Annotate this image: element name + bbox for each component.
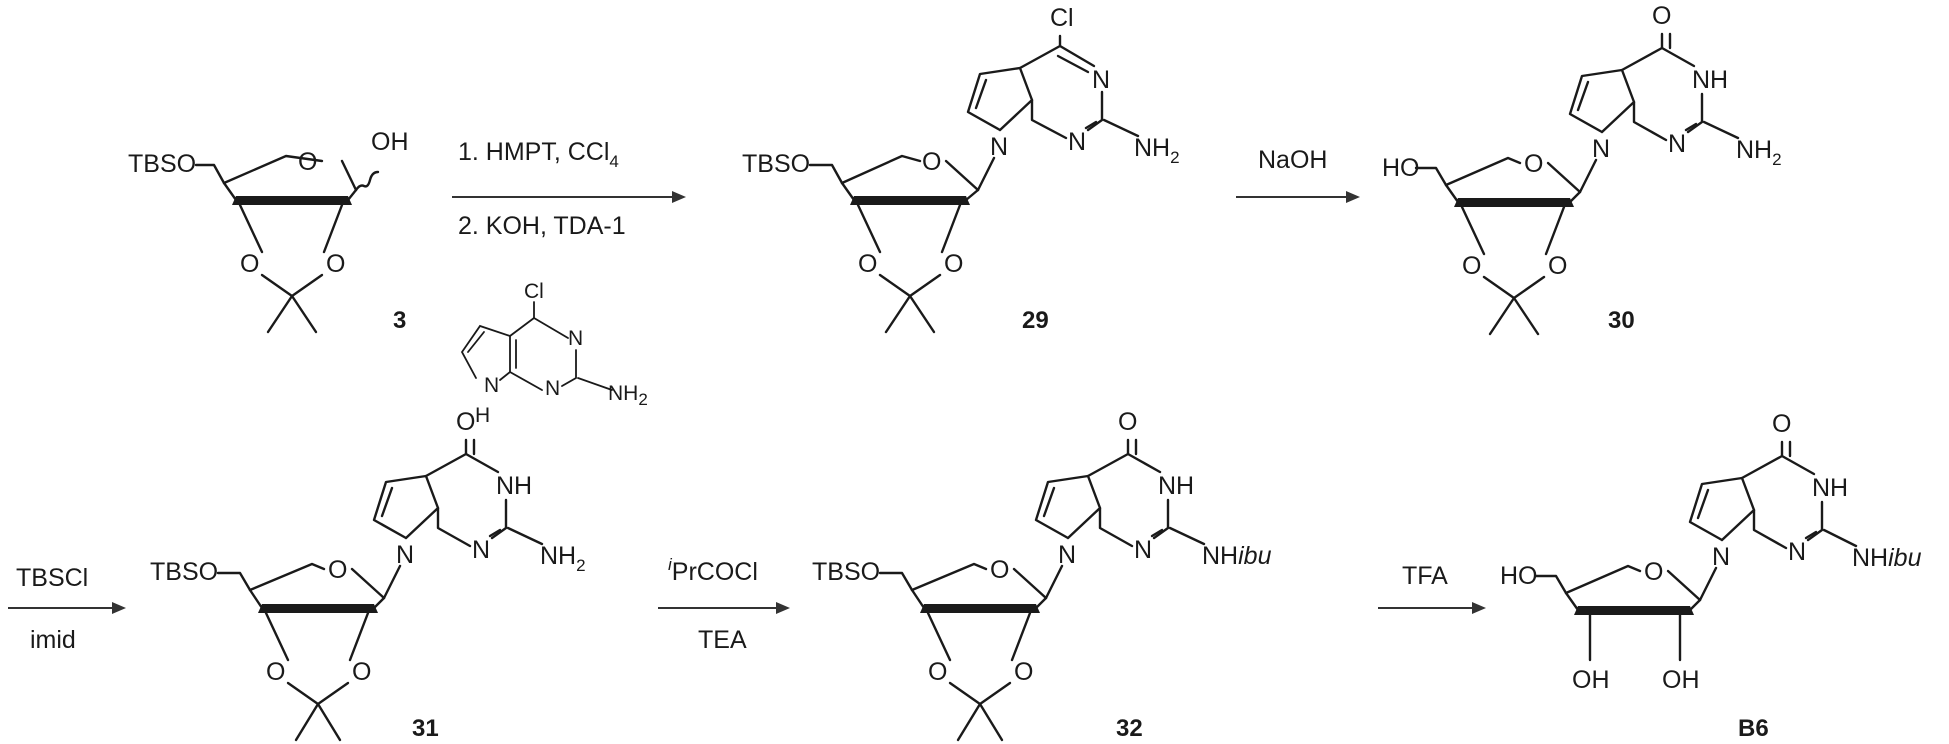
- c31-tbso-label: TBSO: [150, 558, 218, 586]
- c32-nh: NH: [1158, 472, 1194, 500]
- reagent-naoh: NaOH: [1258, 146, 1327, 174]
- c30-ho: HO: [1382, 154, 1420, 182]
- reagent-hmpt-ccl4: 1. HMPT, CCl4: [458, 138, 619, 171]
- c31-n3: N: [472, 536, 490, 564]
- compound-29: TBSO O N O O Cl N N NH2 29: [742, 4, 1180, 334]
- c31-nh2: NH2: [540, 542, 586, 575]
- reagent-tbscl: TBSCl: [16, 564, 88, 592]
- compound-32: TBSO O N O O O NH N NHibu 32: [812, 408, 1272, 742]
- cB6-nhibu: NHibu: [1852, 544, 1922, 572]
- reagent-nh: N: [484, 374, 499, 397]
- cB6-n3: N: [1788, 538, 1806, 566]
- c3-tbso-label: TBSO: [128, 150, 196, 178]
- cB6-label: B6: [1738, 715, 1769, 742]
- c29-ring-o: O: [922, 148, 941, 176]
- reagent-iprcocl: iPrCOCl: [668, 555, 758, 586]
- compound-31: TBSO O N O O O NH N NH2 31: [150, 408, 586, 742]
- deazapurine-reagent: Cl N N NH2 N H: [462, 280, 648, 427]
- c30-carbonyl-o: O: [1652, 2, 1671, 30]
- c32-o2: O: [1014, 658, 1033, 686]
- c32-o1: O: [928, 658, 947, 686]
- c3-ring-o: O: [298, 148, 317, 176]
- cB6-oh1: OH: [1572, 666, 1610, 694]
- cB6-oh2: OH: [1662, 666, 1700, 694]
- step-1: 1. HMPT, CCl4 2. KOH, TDA-1 Cl N N NH2 N…: [452, 138, 686, 427]
- c32-carbonyl-o: O: [1118, 408, 1137, 436]
- step-2: NaOH: [1236, 146, 1360, 203]
- c32-ring-o: O: [990, 556, 1009, 584]
- c29-o1: O: [858, 250, 877, 278]
- c29-n3: N: [1068, 128, 1086, 156]
- c29-cl: Cl: [1050, 4, 1074, 32]
- c3-label: 3: [393, 307, 406, 334]
- compound-3: TBSO O OH O O 3: [128, 128, 409, 334]
- reagent-tea: TEA: [698, 626, 747, 654]
- reagent-n3: N: [545, 377, 560, 400]
- c31-carbonyl-o: O: [456, 408, 475, 436]
- c29-n1: N: [1092, 66, 1110, 94]
- compound-B6: HO O N OH OH O NH N NHibu B6: [1500, 410, 1922, 742]
- step-4: iPrCOCl TEA: [658, 555, 790, 654]
- c3-oh: OH: [371, 128, 409, 156]
- c29-n9: N: [990, 133, 1008, 161]
- c31-nh: NH: [496, 472, 532, 500]
- c29-o2: O: [944, 250, 963, 278]
- compound-30: HO O N O O O NH N NH2 30: [1382, 2, 1782, 334]
- c31-ring-o: O: [328, 556, 347, 584]
- c32-tbso-label: TBSO: [812, 558, 880, 586]
- c32-n9: N: [1058, 541, 1076, 569]
- c29-label: 29: [1022, 307, 1049, 334]
- c30-o2: O: [1548, 252, 1567, 280]
- c31-o1: O: [266, 658, 285, 686]
- c30-o1: O: [1462, 252, 1481, 280]
- c32-label: 32: [1116, 715, 1143, 742]
- cB6-ho: HO: [1500, 562, 1538, 590]
- reagent-koh-tda1: 2. KOH, TDA-1: [458, 212, 626, 240]
- c30-label: 30: [1608, 307, 1635, 334]
- c31-n9: N: [396, 541, 414, 569]
- c31-label: 31: [412, 715, 439, 742]
- c32-nhibu: NHibu: [1202, 542, 1272, 570]
- c3-o2: O: [326, 250, 345, 278]
- reagent-n1: N: [568, 327, 583, 350]
- c30-ring-o: O: [1524, 150, 1543, 178]
- reagent-h: H: [475, 404, 490, 427]
- reagent-nh2: NH2: [608, 382, 648, 409]
- c32-n3: N: [1134, 536, 1152, 564]
- reagent-imid: imid: [30, 626, 76, 654]
- cB6-n9: N: [1712, 543, 1730, 571]
- c30-nh2: NH2: [1736, 136, 1782, 169]
- c29-nh2: NH2: [1134, 134, 1180, 167]
- step-5: TFA: [1378, 562, 1486, 614]
- cB6-carbonyl-o: O: [1772, 410, 1791, 438]
- reagent-cl: Cl: [524, 280, 544, 303]
- c30-n9: N: [1592, 135, 1610, 163]
- c30-n3: N: [1668, 130, 1686, 158]
- cB6-nh: NH: [1812, 474, 1848, 502]
- c31-o2: O: [352, 658, 371, 686]
- c30-nh: NH: [1692, 66, 1728, 94]
- c29-tbso-label: TBSO: [742, 150, 810, 178]
- c3-o1: O: [240, 250, 259, 278]
- reagent-tfa: TFA: [1402, 562, 1448, 590]
- step-3: TBSCl imid: [8, 564, 126, 654]
- cB6-ring-o: O: [1644, 558, 1663, 586]
